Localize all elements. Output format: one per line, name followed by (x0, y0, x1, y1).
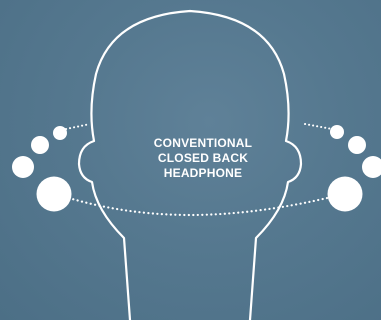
headphone-type-label: CONVENTIONAL CLOSED BACK HEADPHONE (128, 136, 278, 181)
label-line-3: HEADPHONE (128, 166, 278, 181)
sound-bubbles-left-icon (12, 124, 90, 212)
label-line-2: CLOSED BACK (128, 151, 278, 166)
label-line-1: CONVENTIONAL (128, 136, 278, 151)
sound-bubbles-right-icon (305, 124, 381, 212)
